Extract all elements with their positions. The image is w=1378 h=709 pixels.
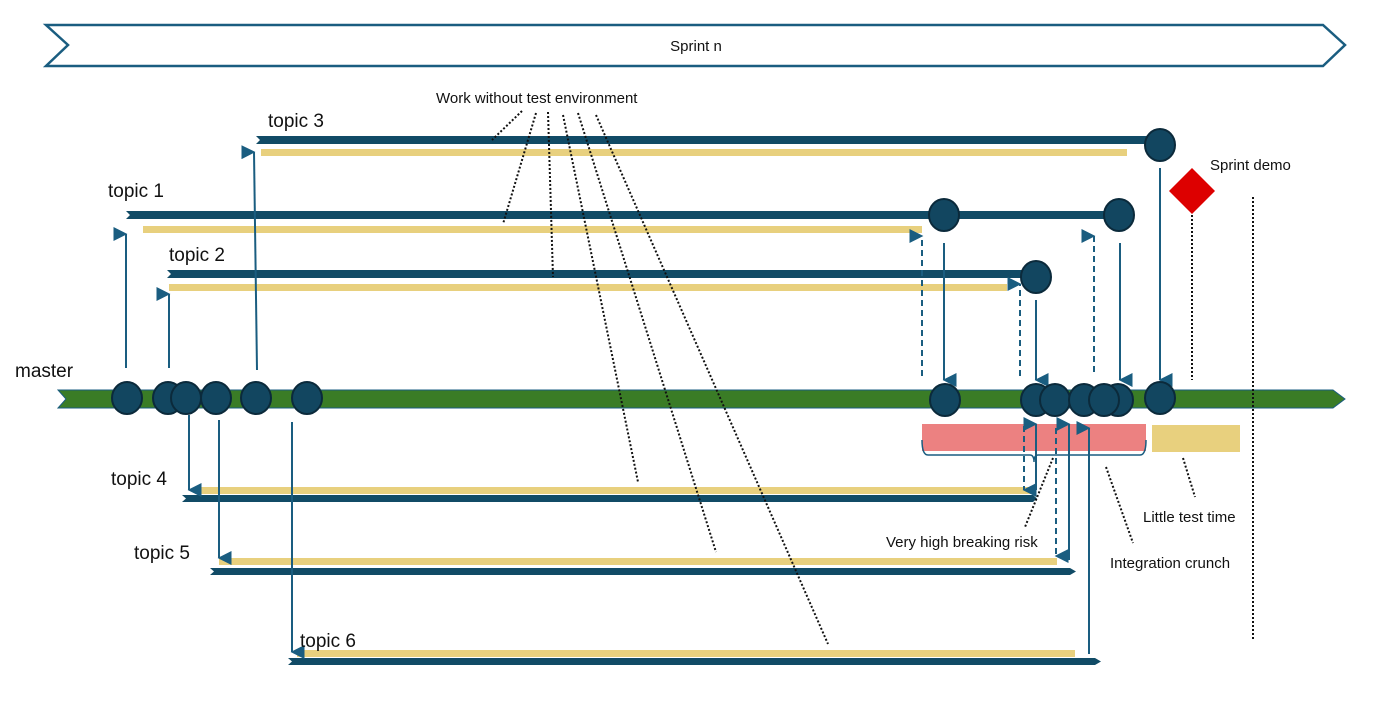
commit-topic3-end[interactable] bbox=[1144, 128, 1176, 162]
commit-master-5[interactable] bbox=[240, 381, 272, 415]
topic2-branch-line bbox=[167, 270, 1028, 278]
leader-breaking-risk bbox=[1024, 457, 1054, 528]
branch-off-arrows bbox=[113, 145, 305, 659]
topic6-work-bar bbox=[297, 650, 1075, 657]
annotation-labels: Work without test environment Sprint dem… bbox=[436, 90, 1291, 572]
leader-work-topic5 bbox=[577, 112, 717, 553]
topic1-label: topic 1 bbox=[108, 181, 164, 202]
commit-master-9[interactable] bbox=[1039, 383, 1071, 417]
commit-topic1-a[interactable] bbox=[928, 198, 960, 232]
work-bars bbox=[143, 149, 1127, 657]
annotation-leaders bbox=[491, 110, 1254, 645]
integration-crunch-block bbox=[922, 424, 1146, 451]
commits bbox=[111, 128, 1176, 417]
topic-branch-lines bbox=[126, 136, 1152, 665]
little-test-time-label: Little test time bbox=[1143, 509, 1236, 526]
topic3-branch-line bbox=[256, 136, 1152, 144]
commit-topic2-end[interactable] bbox=[1020, 260, 1052, 294]
merge-arrows bbox=[942, 168, 1173, 654]
topic2-work-bar bbox=[169, 284, 1007, 291]
integration-crunch-brace bbox=[921, 439, 1147, 463]
leader-work-topic3 bbox=[491, 110, 523, 141]
topic6-label: topic 6 bbox=[300, 631, 356, 652]
commit-master-4[interactable] bbox=[200, 381, 232, 415]
commit-master-7[interactable] bbox=[929, 383, 961, 417]
branch-labels: master topic 3 topic 1 topic 2 topic 4 t… bbox=[15, 111, 356, 652]
sprint-demo-milestone-icon[interactable] bbox=[1169, 168, 1215, 214]
leader-work-topic6 bbox=[595, 114, 829, 645]
topic5-work-bar bbox=[219, 558, 1057, 565]
topic5-branch-line bbox=[210, 568, 1076, 575]
topic4-work-bar bbox=[196, 487, 1034, 494]
topic5-label: topic 5 bbox=[134, 543, 190, 564]
topic2-label: topic 2 bbox=[169, 245, 225, 266]
leader-integration-crunch bbox=[1105, 466, 1134, 544]
topic1-work-bar bbox=[143, 226, 922, 233]
topic6-branch-line bbox=[288, 658, 1101, 665]
leader-little-test-time bbox=[1182, 457, 1196, 498]
commit-topic1-b[interactable] bbox=[1103, 198, 1135, 232]
leader-work-topic4 bbox=[562, 114, 639, 483]
commit-master-1[interactable] bbox=[111, 381, 143, 415]
arrow-master-to-topic3 bbox=[241, 145, 258, 371]
integration-crunch-label: Integration crunch bbox=[1110, 555, 1230, 572]
work-without-test-env-label: Work without test environment bbox=[436, 90, 638, 107]
commit-master-3[interactable] bbox=[170, 381, 202, 415]
little-test-time-block bbox=[1152, 425, 1240, 452]
very-high-breaking-risk-label: Very high breaking risk bbox=[886, 534, 1038, 551]
topic4-branch-line bbox=[182, 495, 1037, 502]
sprint-demo-label: Sprint demo bbox=[1210, 157, 1291, 174]
commit-master-6[interactable] bbox=[291, 381, 323, 415]
topic3-label: topic 3 bbox=[268, 111, 324, 132]
leader-work-topic1 bbox=[502, 112, 537, 225]
sprint-label: Sprint n bbox=[670, 38, 722, 55]
sync-arrows bbox=[909, 229, 1096, 563]
sprint-banner: Sprint n bbox=[42, 23, 1347, 68]
commit-master-12[interactable] bbox=[1088, 383, 1120, 417]
commit-master-13[interactable] bbox=[1144, 381, 1176, 415]
master-label: master bbox=[15, 361, 74, 382]
sprint-chevron-shape bbox=[42, 23, 1347, 68]
leader-work-topic2 bbox=[547, 111, 554, 278]
topic1-branch-line bbox=[126, 211, 1115, 219]
topic3-work-bar bbox=[261, 149, 1127, 156]
topic4-label: topic 4 bbox=[111, 469, 167, 490]
